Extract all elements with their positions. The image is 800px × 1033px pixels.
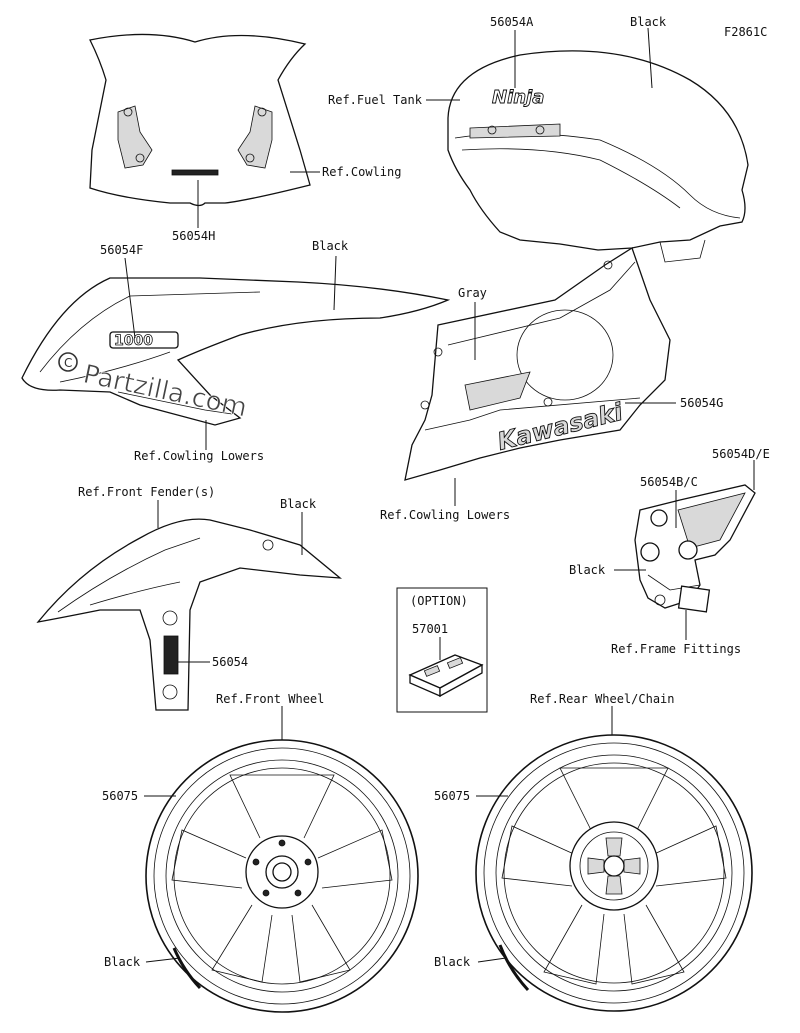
rear-wheel-color-label: Black [434, 955, 471, 969]
fender-decal [163, 635, 179, 675]
cowling-right[interactable]: Kawasaki [404, 247, 671, 481]
ninja-logo-decal: Ninja [492, 87, 544, 108]
cowling-left-part-number: 56054F [100, 243, 143, 257]
front-fender-color-label: Black [280, 497, 317, 511]
rear-wheel-ref-label: Ref.Rear Wheel/Chain [530, 692, 675, 706]
rear-wheel[interactable] [475, 734, 753, 1012]
cowling-right-part-number: 56054G [680, 396, 723, 410]
cowling-left-ref-label: Ref.Cowling Lowers [134, 449, 264, 463]
front-fender-part-number: 56054 [212, 655, 248, 669]
front-wheel-ref-label: Ref.Front Wheel [216, 692, 324, 706]
front-fender-ref-label: Ref.Front Fender(s) [78, 485, 215, 499]
front-wheel[interactable] [145, 739, 419, 1013]
fuel-tank-part-number: 56054A [490, 15, 534, 29]
cowling-left-color-label: Black [312, 239, 349, 253]
frame-fittings-color-label: Black [569, 563, 606, 577]
front-wheel-stripe [172, 947, 202, 990]
windscreen[interactable] [89, 33, 311, 207]
cowling-right-ref-label: Ref.Cowling Lowers [380, 508, 510, 522]
svg-text:C: C [64, 356, 72, 370]
frame-fittings[interactable] [634, 484, 756, 613]
cowling-right-color-label: Gray [458, 286, 487, 300]
front-wheel-spokes [171, 774, 393, 983]
frame-fittings-part-number-inner: 56054B/C [640, 475, 698, 489]
1000-badge [109, 331, 179, 349]
windscreen-decal [171, 169, 219, 176]
option-header: (OPTION) [410, 594, 468, 608]
front-wheel-part-number: 56075 [102, 789, 138, 803]
1000-badge-text: 1000 [114, 333, 153, 349]
option-part-number: 57001 [412, 622, 448, 636]
rear-wheel-spokes [501, 767, 727, 985]
frame-fittings-ref-label: Ref.Frame Fittings [611, 642, 741, 656]
fuel-tank[interactable]: Ninja [447, 50, 749, 263]
windscreen-ref-label: Ref.Cowling [322, 165, 401, 179]
windscreen-part-number: 56054H [172, 229, 215, 243]
fuel-tank-ref-label: Ref.Fuel Tank [328, 93, 423, 107]
fuel-tank-color-label: Black [630, 15, 667, 29]
option-tool[interactable] [408, 654, 484, 698]
figure-code: F2861C [724, 25, 767, 39]
cowling-left[interactable]: 1000 [21, 277, 451, 426]
front-wheel-color-label: Black [104, 955, 141, 969]
frame-fittings-part-number-outer: 56054D/E [712, 447, 770, 461]
front-fender[interactable] [36, 518, 342, 711]
option-box: (OPTION) 57001 [396, 587, 488, 713]
rear-wheel-stripe [498, 944, 530, 992]
rear-wheel-part-number: 56075 [434, 789, 470, 803]
